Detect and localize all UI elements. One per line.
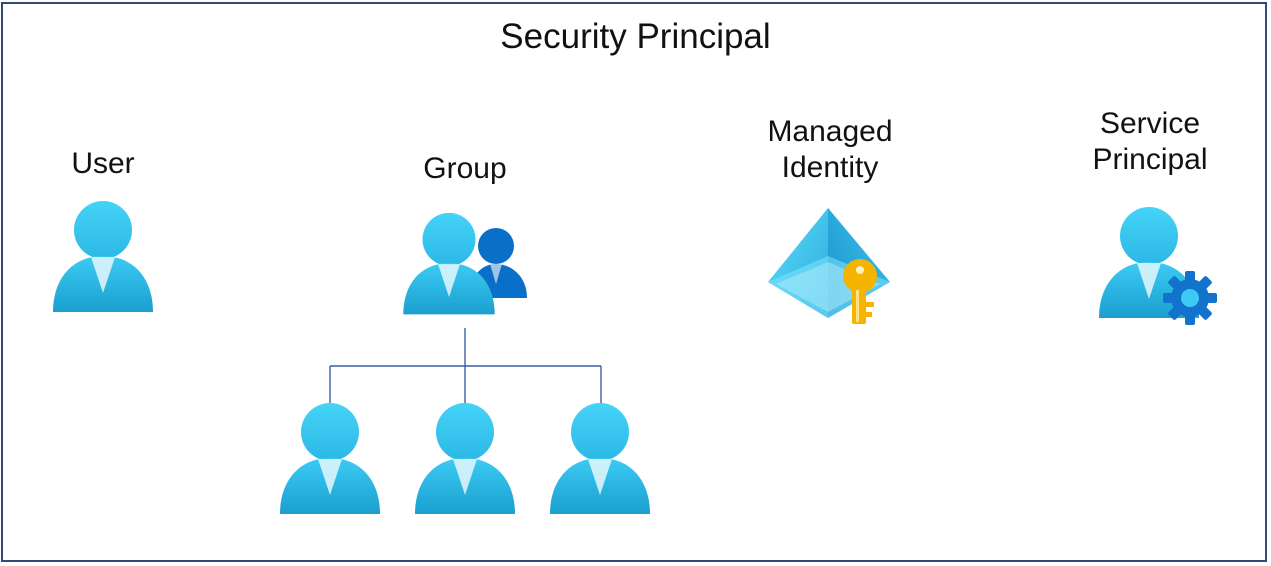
service-principal-label-line1: Service bbox=[1099, 107, 1201, 140]
managed-identity-icon bbox=[768, 208, 890, 324]
member-user-icon bbox=[280, 403, 380, 514]
service-principal-label-line2: Principal bbox=[1092, 143, 1208, 176]
diagram-title: Security Principal bbox=[500, 17, 771, 56]
group-label: Group bbox=[423, 152, 507, 185]
service-principal-icon bbox=[1099, 207, 1217, 325]
managed-identity-label-line2: Identity bbox=[781, 151, 879, 184]
service-principal-label: Service Principal bbox=[1065, 106, 1235, 178]
user-label: User bbox=[71, 147, 135, 180]
managed-identity-label: Managed Identity bbox=[740, 114, 920, 186]
gear-icon bbox=[1163, 271, 1217, 325]
group-membership-connector bbox=[329, 328, 602, 404]
member-user-icon bbox=[550, 403, 650, 514]
group-icon bbox=[403, 212, 527, 315]
user-icon bbox=[53, 201, 153, 312]
member-user-icon bbox=[415, 403, 515, 514]
managed-identity-label-line1: Managed bbox=[767, 115, 893, 148]
